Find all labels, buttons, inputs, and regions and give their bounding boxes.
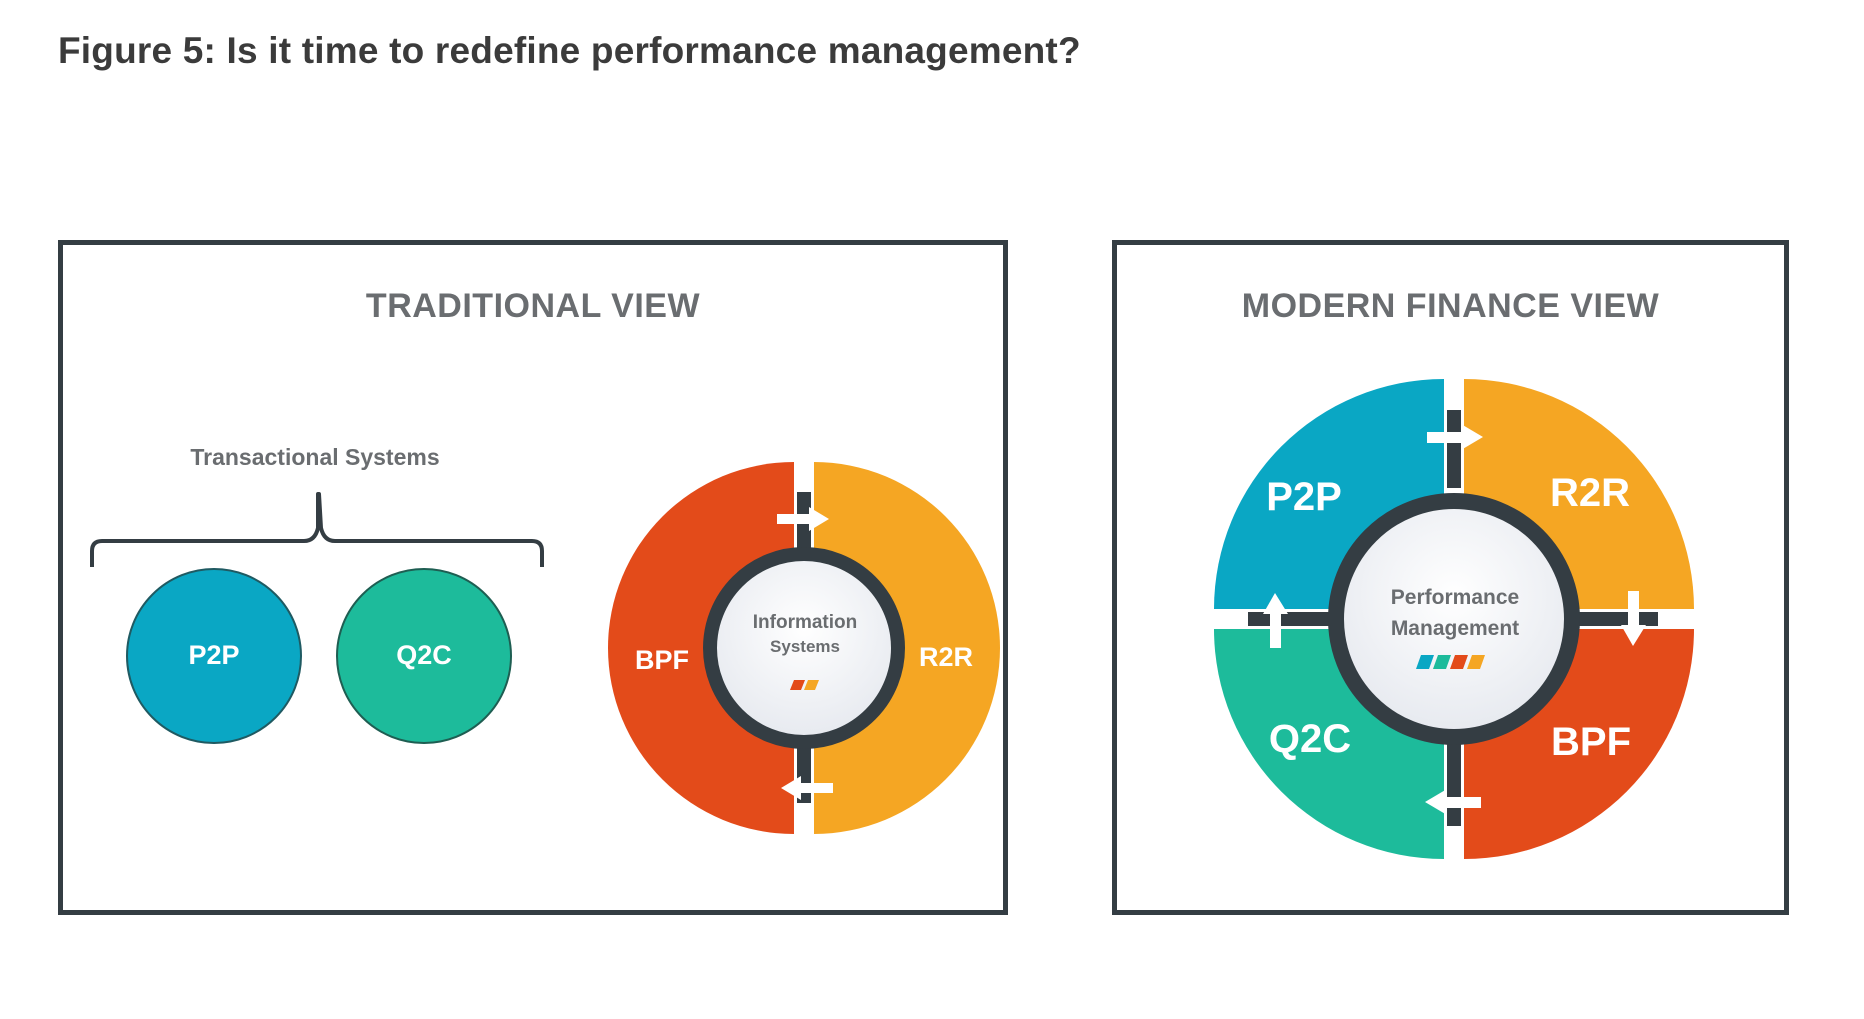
p2p-circle: P2P <box>126 568 302 744</box>
connector-left <box>1248 612 1338 626</box>
arrow-left-icon <box>1425 789 1481 815</box>
performance-management-line-1: Performance <box>1391 586 1519 609</box>
bpf-quadrant-label: BPF <box>1551 720 1631 764</box>
r2r-ring-label: R2R <box>919 642 973 672</box>
arrow-up-icon <box>1263 593 1288 648</box>
q2c-circle: Q2C <box>336 568 512 744</box>
performance-management-line-2: Management <box>1391 617 1519 640</box>
performance-management-wheel: P2P R2R Q2C BPF Performance Management <box>1214 379 1694 859</box>
bpf-ring-segment <box>608 462 794 834</box>
transactional-systems-label: Transactional Systems <box>190 444 439 470</box>
p2p-circle-label: P2P <box>188 640 239 670</box>
p2p-quadrant-label: P2P <box>1266 475 1342 519</box>
arrow-right-icon <box>1427 424 1483 450</box>
arrow-left-icon <box>781 776 833 800</box>
figure-title: Figure 5: Is it time to redefine perform… <box>58 30 1081 71</box>
r2r-quadrant-label: R2R <box>1550 471 1630 515</box>
performance-management-center <box>1328 493 1580 745</box>
information-systems-center <box>703 547 905 749</box>
connector-right <box>1568 612 1658 626</box>
information-systems-ring: BPF R2R Information Systems <box>608 462 1000 834</box>
q2c-circle-label: Q2C <box>396 640 452 670</box>
bpf-ring-label: BPF <box>635 645 689 675</box>
arrow-right-icon <box>777 507 829 531</box>
information-systems-line-2: Systems <box>770 637 840 656</box>
information-systems-line-1: Information <box>753 612 858 633</box>
arrow-down-icon <box>1621 591 1646 646</box>
connector-bottom <box>1447 734 1461 826</box>
q2c-quadrant-label: Q2C <box>1269 717 1351 761</box>
color-stripes-icon <box>1416 655 1485 669</box>
color-stripes-icon <box>790 680 819 690</box>
connector-top <box>1447 410 1461 488</box>
r2r-ring-segment <box>814 462 1000 834</box>
modern-view-title: MODERN FINANCE VIEW <box>1241 287 1660 325</box>
traditional-view-title: TRADITIONAL VIEW <box>365 287 701 325</box>
bracket <box>90 492 544 567</box>
